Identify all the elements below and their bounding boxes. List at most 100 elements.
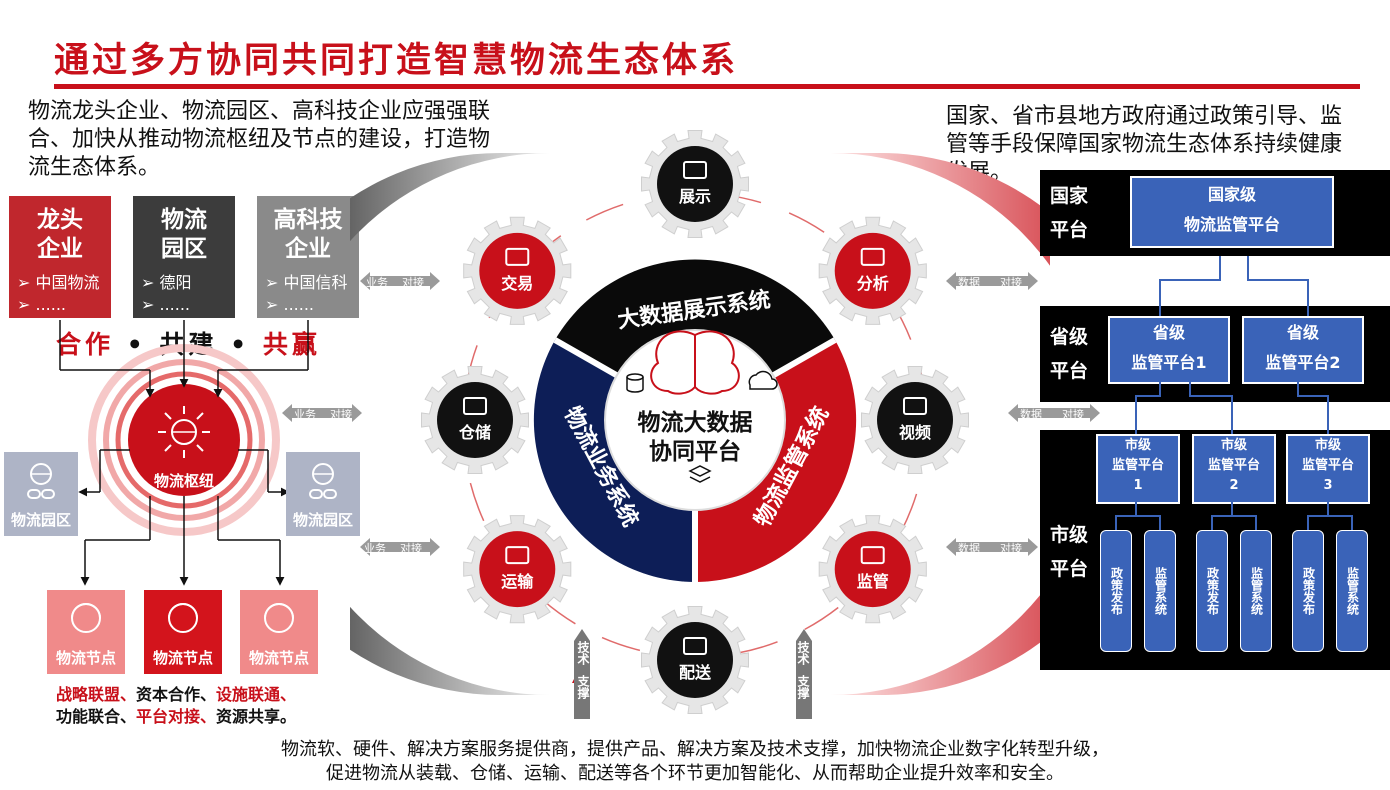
globe-refresh-icon: [168, 603, 198, 633]
chart-monitor-icon: [860, 247, 885, 266]
bottom-description-line: 物流软、硬件、解决方案服务提供商，提供产品、解决方案及技术支撑，加快物流企业数字…: [281, 739, 1109, 760]
cooperation-text: 战略联盟、资本合作、设施联通、 功能联合、平台对接、资源共享。: [56, 685, 297, 726]
gear-right: 视频: [861, 366, 969, 474]
gear-core: [657, 622, 733, 698]
right-crescent: [830, 153, 1050, 695]
city-sub-box-policy: 政策发布: [1100, 530, 1132, 652]
bottom-description: 物流软、硬件、解决方案服务提供商，提供产品、解决方案及技术支撑，加快物流企业数字…: [0, 738, 1390, 786]
gear-core: [479, 232, 556, 309]
hub-label: 物流枢纽: [154, 472, 214, 490]
park-tile-left: 物流园区: [4, 452, 78, 536]
national-level-panel: 国家平台 国家级物流监管平台: [1040, 170, 1390, 256]
park-label: 物流园区: [292, 511, 353, 529]
support-label-right: 技术 支撑: [796, 641, 810, 699]
center-title-1: 物流大数据: [638, 409, 753, 436]
city-sub-box-policy: 政策发布: [1292, 530, 1324, 652]
provincial-level-panel: 省级平台 省级监管平台1 省级监管平台2: [1040, 306, 1390, 402]
corp-box-leading: 龙头企业 ➢ 中国物流 ➢ ......: [9, 196, 111, 318]
provincial-platform-box: 省级监管平台2: [1242, 316, 1364, 384]
delivery-truck-icon: [683, 637, 707, 655]
hierarchy-connectors: [1115, 256, 1353, 530]
camera-icon: [903, 397, 927, 415]
gear-label-left: 仓储: [458, 423, 491, 442]
gear-core: [877, 382, 953, 458]
city-sub-box-supervision: 监管系统: [1336, 530, 1368, 652]
support-arrow-right: [796, 629, 812, 719]
globe-refresh-icon: [264, 603, 294, 633]
support-label-left: 技术 支撑: [576, 641, 590, 699]
center-diagram: 物流大数据 协同平台 大数据展示系统 物流业务系统 物流监管系统 展示交易仓储运…: [350, 130, 1050, 719]
gear-top: 展示: [641, 130, 749, 238]
national-level-label: 国家平台: [1050, 185, 1089, 241]
warehouse-icon: [463, 397, 487, 415]
support-arrow-left: [572, 629, 590, 719]
intro-right-line: 管等手段保障国家物流生态体系持续健康: [946, 132, 1343, 157]
intro-right-line: 国家、省市县地方政府通过政策引导、监: [946, 104, 1343, 129]
logistics-node: 物流节点: [240, 590, 318, 674]
corp-list: ➢ 中国物流 ➢ ......: [17, 273, 100, 314]
gear-label-bottom_left: 运输: [501, 572, 534, 591]
gear-core: [437, 382, 513, 458]
corp-box-park: 物流园区 ➢ 德阳 ➢ ......: [133, 196, 235, 318]
handshake-icon: [505, 247, 530, 266]
presentation-icon: [683, 161, 707, 179]
intro-right: 国家、省市县地方政府通过政策引导、监 管等手段保障国家物流生态体系持续健康 发展…: [946, 103, 1386, 187]
intro-left-line: 合、加快从推动物流枢纽及节点的建设，打造物: [28, 127, 491, 152]
shield-icon: [860, 546, 885, 565]
logistics-node: 物流节点: [47, 590, 125, 674]
gear-label-top_left: 交易: [501, 274, 533, 293]
gear-core: [834, 232, 911, 309]
city-sub-box-supervision: 监管系统: [1240, 530, 1272, 652]
hub-circle: [128, 384, 240, 496]
layers-icon: [688, 465, 712, 483]
gear-top_left: 交易: [463, 216, 572, 325]
gear-label-top_right: 分析: [857, 274, 889, 293]
title-underline: [54, 84, 1360, 89]
corp-title: 物流园区: [161, 207, 207, 262]
gear-top_right: 分析: [818, 216, 927, 325]
logistics-node: 物流节点: [144, 590, 222, 674]
globe-link-icon: [27, 463, 55, 499]
data-arrow: 数据对接: [1008, 402, 1100, 424]
gear-bottom_left: 运输: [463, 515, 572, 624]
corp-title: 高科技企业: [273, 207, 343, 262]
business-arrow: 业务对接: [360, 536, 440, 558]
database-icon: [626, 373, 644, 393]
intro-left: 物流龙头企业、物流园区、高科技企业应强强联 合、加快从推动物流枢纽及节点的建设，…: [28, 98, 528, 182]
hub-diagram: 物流枢纽: [59, 320, 309, 586]
gear-label-right: 视频: [899, 423, 931, 442]
brain-icon: [650, 330, 740, 395]
national-platform-box: 国家级物流监管平台: [1130, 176, 1334, 248]
data-arrow: 数据对接: [946, 270, 1038, 292]
gear-core: [479, 531, 556, 608]
gear-label-top: 展示: [679, 187, 711, 206]
globe-refresh-icon: [71, 603, 101, 633]
city-sub-box-policy: 政策发布: [1196, 530, 1228, 652]
business-arrow: 业务对接: [360, 270, 440, 292]
left-crescent: [350, 153, 550, 695]
park-tile-right: 物流园区: [286, 452, 360, 536]
city-sub-box-supervision: 监管系统: [1144, 530, 1176, 652]
page-title: 通过多方协同共同打造智慧物流生态体系: [54, 41, 739, 81]
provincial-level-label: 省级平台: [1050, 326, 1089, 382]
center-title-2: 协同平台: [649, 438, 741, 465]
globe-link-icon: [309, 463, 337, 499]
gear-bottom_right: 监管: [818, 515, 927, 624]
gear-left: 仓储: [421, 366, 529, 474]
bottom-description-line: 促进物流从装载、仓储、运输、配送等各个环节更加智能化、从而帮助企业提升效率和安全…: [326, 763, 1064, 784]
center-inner: [604, 329, 786, 511]
gear-label-bottom: 配送: [679, 663, 712, 682]
intro-left-line: 流生态体系。: [28, 155, 161, 180]
corp-box-hightech: 高科技企业 ➢ 中国信科 ➢ ......: [257, 196, 359, 318]
provincial-platform-box: 省级监管平台1: [1108, 316, 1230, 384]
business-arrow: 业务对接: [282, 402, 362, 424]
gear-core: [834, 531, 911, 608]
gear-core: [657, 146, 733, 222]
corp-list: ➢ 德阳 ➢ ......: [141, 273, 192, 314]
truck-icon: [505, 546, 530, 565]
gear-bottom: 配送: [641, 606, 749, 714]
